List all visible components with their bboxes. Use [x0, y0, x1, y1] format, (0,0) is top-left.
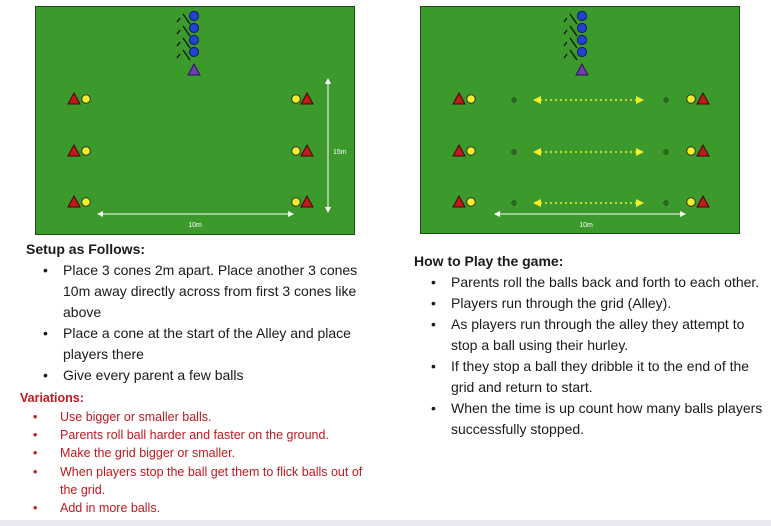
ball-icon [291, 146, 301, 156]
player-icon [563, 22, 588, 37]
player-icon [563, 10, 588, 25]
ball-icon [291, 197, 301, 207]
players-queue [563, 10, 589, 76]
marker-dot [511, 200, 517, 206]
cone-icon [452, 143, 466, 157]
roll-line [533, 148, 644, 156]
bottom-scrollbar-strip [0, 520, 771, 526]
width-measure [97, 211, 294, 217]
cone-icon [300, 143, 314, 157]
variations-heading: Variations: [20, 391, 84, 405]
players-queue [176, 10, 201, 76]
cone-icon [67, 194, 81, 208]
cone-icon [696, 143, 710, 157]
ball-icon [686, 146, 696, 156]
list-item: Make the grid bigger or smaller. [32, 444, 377, 462]
list-item: Place a cone at the start of the Alley a… [34, 323, 379, 365]
ball-icon [466, 146, 476, 156]
ball-icon [466, 197, 476, 207]
roll-line [533, 96, 644, 104]
player-icon [176, 46, 200, 61]
cone-icon [67, 143, 81, 157]
player-icon [176, 10, 200, 25]
cone-icon [452, 194, 466, 208]
cone-icon [67, 91, 81, 105]
ball-icon [686, 197, 696, 207]
start-cone-icon [187, 62, 201, 76]
width-measure [494, 211, 686, 217]
list-item: Place 3 cones 2m apart. Place another 3 … [34, 260, 379, 323]
ball-icon [81, 146, 91, 156]
list-item: Give every parent a few balls [34, 365, 379, 386]
player-icon [563, 46, 588, 61]
marker-dot [663, 97, 669, 103]
start-cone-icon [575, 62, 589, 76]
ball-icon [81, 197, 91, 207]
list-item: Parents roll the balls back and forth to… [422, 272, 767, 293]
cone-icon [696, 91, 710, 105]
list-item: When players stop the ball get them to f… [32, 463, 377, 499]
setup-diagram: 10m 15m [35, 6, 355, 235]
marker-dot [511, 149, 517, 155]
play-diagram: 10m [420, 6, 740, 234]
depth-measure [325, 78, 331, 213]
marker-dot [511, 97, 517, 103]
setup-list: Place 3 cones 2m apart. Place another 3 … [34, 260, 379, 386]
ball-icon [466, 94, 476, 104]
variations-list: Use bigger or smaller balls. Parents rol… [32, 408, 377, 517]
depth-label: 15m [333, 149, 347, 156]
list-item: Players run through the grid (Alley). [422, 293, 767, 314]
marker-dot [663, 200, 669, 206]
list-item: Parents roll ball harder and faster on t… [32, 426, 377, 444]
width-label: 10m [579, 222, 593, 229]
player-icon [176, 22, 200, 37]
cone-icon [696, 194, 710, 208]
player-icon [176, 34, 200, 49]
player-icon [563, 34, 588, 49]
ball-icon [686, 94, 696, 104]
setup-heading: Setup as Follows: [26, 241, 146, 257]
width-label: 10m [188, 222, 202, 229]
play-list: Parents roll the balls back and forth to… [422, 272, 767, 440]
play-heading: How to Play the game: [414, 253, 564, 269]
ball-icon [291, 94, 301, 104]
list-item: When the time is up count how many balls… [422, 398, 767, 440]
marker-dot [663, 149, 669, 155]
list-item: Use bigger or smaller balls. [32, 408, 377, 426]
list-item: If they stop a ball they dribble it to t… [422, 356, 767, 398]
roll-line [533, 199, 644, 207]
cone-icon [300, 91, 314, 105]
list-item: As players run through the alley they at… [422, 314, 767, 356]
list-item: Add in more balls. [32, 499, 377, 517]
ball-icon [81, 94, 91, 104]
cone-icon [300, 194, 314, 208]
cone-icon [452, 91, 466, 105]
